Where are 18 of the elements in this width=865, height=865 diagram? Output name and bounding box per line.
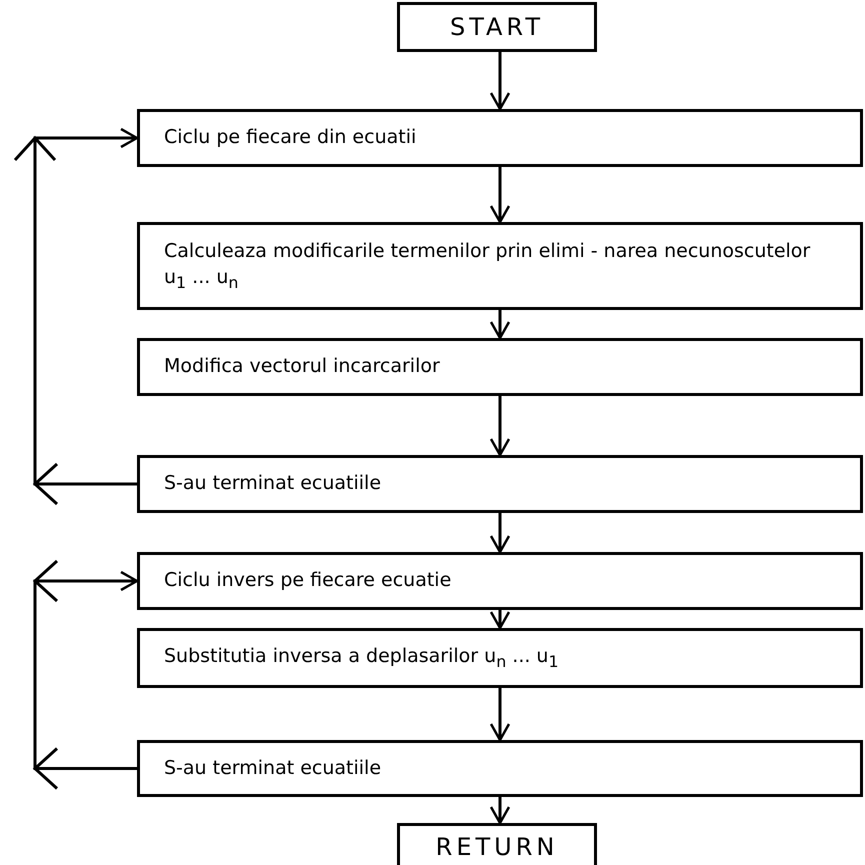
box-text: Ciclu invers pe fiecare ecuatie [164, 568, 452, 594]
box-text: Substitutia inversa a deplasarilor u$_{n}$ ... u$_{1}$ [164, 644, 559, 672]
box-text: Ciclu pe fiecare din ecuatii [164, 125, 416, 150]
box-text: RETURN [436, 833, 558, 861]
process-box [137, 552, 863, 610]
process-box [137, 338, 863, 396]
process-box [137, 455, 863, 513]
terminal-box [397, 2, 597, 52]
box-text: Calculeaza modificarile termenilor prin elimi - narea necunoscutelor u$_{1}$ ... u$_{n}$ [164, 239, 812, 293]
process-box [137, 628, 863, 688]
box-text: S-au terminat ecuatiile [164, 471, 382, 496]
process-box [137, 740, 863, 797]
box-text: S-au terminat ecuatiile [164, 756, 382, 781]
process-box [137, 222, 863, 310]
terminal-box [397, 823, 597, 865]
process-box [137, 109, 863, 167]
box-text: Modifica vectorul incarcarilor [164, 354, 440, 380]
box-text: START [450, 13, 544, 41]
